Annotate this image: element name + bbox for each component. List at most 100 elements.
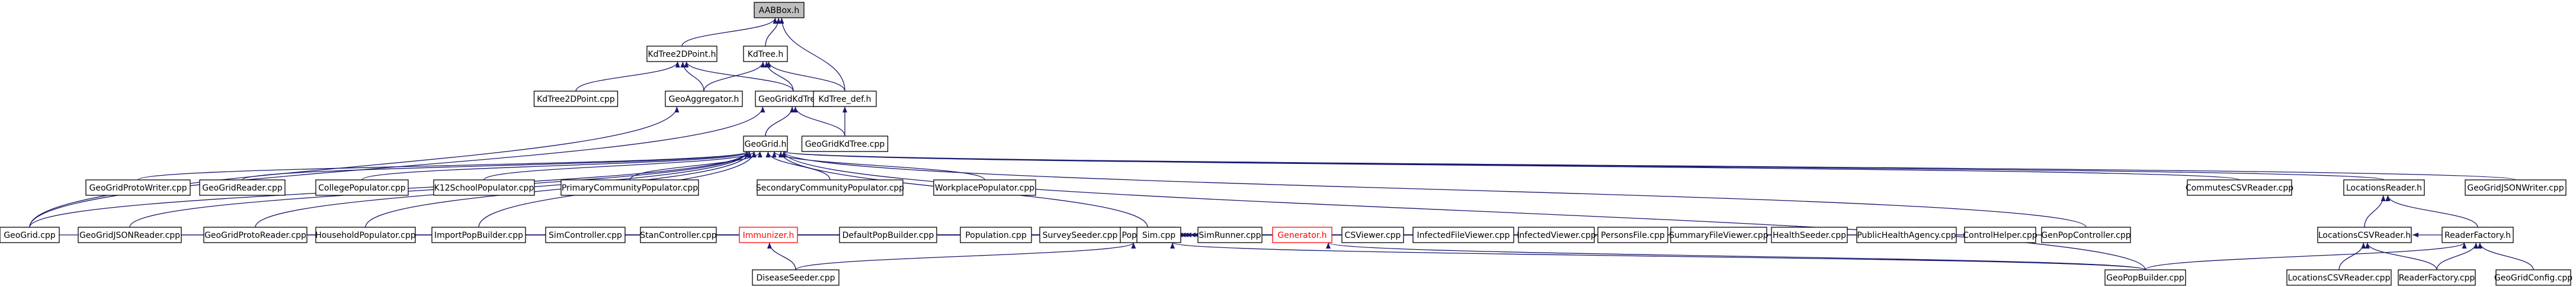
node-disease[interactable]: DiseaseSeeder.cpp xyxy=(752,269,840,286)
node-kd2d[interactable]: KdTree2DPoint.h xyxy=(646,46,717,62)
node-box xyxy=(933,179,1036,196)
node-workpop[interactable]: WorkplacePopulator.cpp xyxy=(933,179,1036,196)
edge-ggreader-to-geogrid xyxy=(242,151,749,180)
node-box xyxy=(801,136,889,152)
node-box xyxy=(2317,227,2412,243)
edge-kdtree-to-aabbox xyxy=(765,17,781,47)
node-defpop[interactable]: DefaultPopBuilder.cpp xyxy=(839,227,937,243)
node-commcsv[interactable]: CommutesCSVReader.cpp xyxy=(2186,179,2293,196)
node-box xyxy=(2442,227,2514,243)
node-primpop[interactable]: PrimaryCommunityPopulator.cpp xyxy=(560,179,699,196)
node-readerfac[interactable]: ReaderFactory.h xyxy=(2442,227,2514,243)
node-aabbox[interactable]: AABBox.h xyxy=(754,2,805,18)
node-collpop[interactable]: CollegePopulator.cpp xyxy=(315,179,409,196)
node-survey[interactable]: SurveySeeder.cpp xyxy=(1039,227,1121,243)
node-ggjw[interactable]: GeoGridJSONWriter.cpp xyxy=(2465,179,2567,196)
node-label: StanController.cpp xyxy=(640,231,716,240)
edge-loccsvh-to-locreaderh xyxy=(2364,195,2386,228)
node-label: DiseaseSeeder.cpp xyxy=(756,273,835,283)
node-box xyxy=(1771,227,1848,243)
node-label: DefaultPopBuilder.cpp xyxy=(842,231,934,240)
node-geogridcpp[interactable]: GeoGrid.cpp xyxy=(0,227,60,243)
node-label: GeoAggregator.h xyxy=(669,95,739,104)
node-simrunner[interactable]: SimRunner.cpp xyxy=(1197,227,1263,243)
node-csvviewer[interactable]: CSViewer.cpp xyxy=(1341,227,1404,243)
node-ggreader[interactable]: GeoGridReader.cpp xyxy=(199,179,286,196)
node-label: GeoGridKdTree.h xyxy=(758,95,828,104)
node-immunizer[interactable]: Immunizer.h xyxy=(739,227,798,243)
node-box xyxy=(1136,227,1181,243)
node-locreaderh[interactable]: LocationsReader.h xyxy=(2343,179,2425,196)
node-secpop[interactable]: SecondaryCommunityPopulator.cpp xyxy=(756,179,904,196)
node-label: CommutesCSVReader.cpp xyxy=(2186,183,2293,193)
edge-primpop-to-geogrid xyxy=(629,151,762,180)
node-box xyxy=(78,227,182,243)
node-geoagg[interactable]: GeoAggregator.h xyxy=(665,91,743,107)
edge-kddef-to-aabbox xyxy=(779,17,845,92)
node-ggpr[interactable]: GeoGridProtoReader.cpp xyxy=(203,227,307,243)
node-box xyxy=(2041,227,2131,243)
node-simcpp[interactable]: Sim.cpp xyxy=(1136,227,1181,243)
edge-ggkd-to-kd2d xyxy=(684,61,794,92)
edge-geogrid-to-ggkd xyxy=(765,106,795,137)
node-label: HealthSeeder.cpp xyxy=(1773,231,1846,240)
node-label: LocationsCSVReader.cpp xyxy=(2288,273,2391,283)
node-simctrl[interactable]: SimController.cpp xyxy=(545,227,626,243)
node-box xyxy=(545,227,626,243)
node-label: GeoGridReader.cpp xyxy=(202,183,283,193)
node-k12[interactable]: K12SchoolPopulator.cpp xyxy=(433,179,535,196)
node-box xyxy=(560,179,699,196)
node-ggkdcpp[interactable]: GeoGridKdTree.cpp xyxy=(801,136,889,152)
node-box xyxy=(640,227,717,243)
node-label: KdTree_def.h xyxy=(819,95,872,104)
node-label: CSViewer.cpp xyxy=(1345,231,1401,240)
node-label: GeoGridConfig.cpp xyxy=(2494,273,2572,283)
edge-genpopctrl-to-geogrid xyxy=(781,151,2087,228)
node-kd2dcpp[interactable]: KdTree2DPoint.cpp xyxy=(533,91,619,107)
node-label: ImportPopBuilder.cpp xyxy=(434,231,523,240)
node-label: Population.cpp xyxy=(965,231,1027,240)
node-label: Sim.cpp xyxy=(1142,231,1175,240)
node-readerfaccpp[interactable]: ReaderFactory.cpp xyxy=(2398,269,2476,286)
node-ctrlhelper[interactable]: ControlHelper.cpp xyxy=(1963,227,2037,243)
node-box xyxy=(1964,227,2036,243)
edge-disease-to-immunizer xyxy=(767,242,796,270)
node-label: SummaryFileViewer.cpp xyxy=(1669,231,1768,240)
node-geogrid[interactable]: GeoGrid.h xyxy=(743,136,788,152)
node-loccsvcpp[interactable]: LocationsCSVReader.cpp xyxy=(2286,269,2392,286)
node-geopop[interactable]: GeoPopBuilder.cpp xyxy=(2104,269,2186,286)
node-label: WorkplacePopulator.cpp xyxy=(935,183,1034,193)
node-infview[interactable]: InfectedViewer.cpp xyxy=(1517,227,1596,243)
node-label: GeoGrid.h xyxy=(745,140,787,149)
node-personsfile[interactable]: PersonsFile.cpp xyxy=(1597,227,1668,243)
node-generator[interactable]: Generator.h xyxy=(1272,227,1332,243)
node-label: GeoGridJSONWriter.cpp xyxy=(2467,183,2564,193)
edge-kd2d-to-aabbox xyxy=(681,17,778,47)
node-label: ControlHelper.cpp xyxy=(1963,231,2037,240)
node-label: SimRunner.cpp xyxy=(1199,231,1261,240)
node-hhpop[interactable]: HouseholdPopulator.cpp xyxy=(315,227,416,243)
node-loccsvh[interactable]: LocationsCSVReader.h xyxy=(2317,227,2412,243)
node-box xyxy=(1197,227,1263,243)
node-label: PublicHealthAgency.cpp xyxy=(1857,231,1956,240)
edge-geopop-to-generator xyxy=(1326,242,2146,270)
node-importpop[interactable]: ImportPopBuilder.cpp xyxy=(431,227,526,243)
edge-geopop-to-geogrid xyxy=(781,151,2146,270)
node-infviewer[interactable]: InfectedFileViewer.cpp xyxy=(1412,227,1514,243)
node-popcpp[interactable]: Population.cpp xyxy=(960,227,1032,243)
edge-secpop-to-geogrid xyxy=(765,151,831,180)
node-genpopctrl[interactable]: GenPopController.cpp xyxy=(2041,227,2131,243)
node-label: GeoPopBuilder.cpp xyxy=(2106,273,2184,283)
edge-workpop-to-geogrid xyxy=(771,151,985,180)
node-health[interactable]: HealthSeeder.cpp xyxy=(1771,227,1848,243)
node-geogridcfg[interactable]: GeoGridConfig.cpp xyxy=(2494,269,2572,286)
node-kdtree[interactable]: KdTree.h xyxy=(743,46,788,62)
node-stanctrl[interactable]: StanController.cpp xyxy=(640,227,717,243)
edge-loccsvcpp-to-loccsvh xyxy=(2338,242,2366,270)
node-kddef[interactable]: KdTree_def.h xyxy=(813,91,877,107)
node-box xyxy=(315,227,416,243)
node-summary[interactable]: SummaryFileViewer.cpp xyxy=(1669,227,1768,243)
node-ggjr[interactable]: GeoGridJSONReader.cpp xyxy=(78,227,182,243)
node-pha[interactable]: PublicHealthAgency.cpp xyxy=(1856,227,1957,243)
node-ggpw[interactable]: GeoGridProtoWriter.cpp xyxy=(85,179,191,196)
